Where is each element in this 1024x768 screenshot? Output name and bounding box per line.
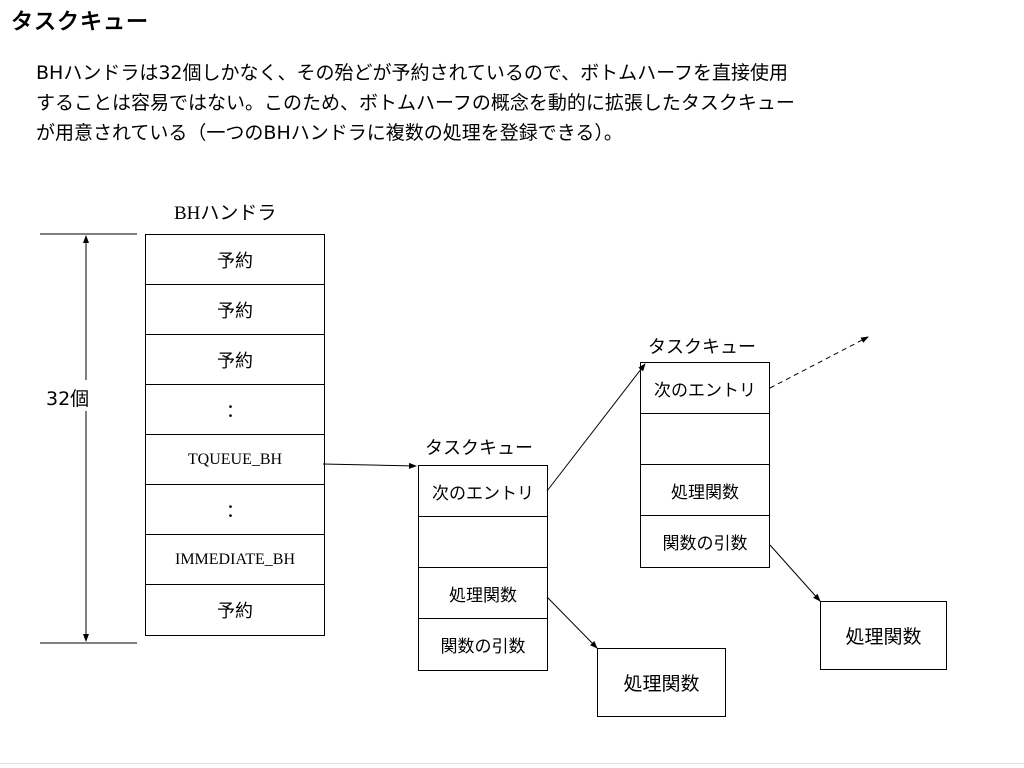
bh-cell-3: 予約 <box>146 335 324 385</box>
tq1-empty-cell <box>419 517 547 568</box>
arrow-queue2-next-dashed <box>769 336 869 389</box>
bh-cell-8: 予約 <box>217 601 253 622</box>
bh-cell-1: 予約 <box>146 235 324 285</box>
tq1-args: 関数の引数 <box>440 637 526 657</box>
description-line-1: BHハンドラは32個しかなく、その殆どが予約されているので、ボトムハーフを直接使… <box>36 62 789 84</box>
arrow-queue1-to-queue2 <box>546 363 646 492</box>
bottom-divider <box>0 763 1024 764</box>
tq2-next-entry: 次のエントリ <box>641 363 769 414</box>
task-queue-1-heading: タスクキュー <box>425 438 533 459</box>
slide-description: BHハンドラは32個しかなく、その殆どが予約されているので、ボトムハーフを直接使… <box>36 58 996 148</box>
description-line-3: が用意されている（一つのBHハンドラに複数の処理を登録できる）。 <box>36 122 623 144</box>
slide-title: タスクキュー <box>11 10 150 35</box>
bh-cell-2: 予約 <box>146 285 324 335</box>
bh-count-label: 32個 <box>44 384 92 411</box>
bh-cell-immediate: IMMEDIATE_BH <box>146 535 324 585</box>
tq2-args: 関数の引数 <box>662 534 748 554</box>
task-queue-1: 次のエントリ 処理関数 関数の引数 <box>418 465 548 671</box>
arrow-queue1-to-func1 <box>546 596 598 649</box>
task-queue-2-heading: タスクキュー <box>648 337 756 358</box>
function-box-2: 処理関数 <box>820 601 947 670</box>
arrow-queue2-to-func2 <box>769 544 821 602</box>
function-box-1: 処理関数 <box>597 648 726 717</box>
bh-cell-6: ： <box>146 485 324 535</box>
bh-cell-tqueue: TQUEUE_BH <box>146 435 324 485</box>
tq2-handler: 処理関数 <box>641 465 769 516</box>
bh-cell-4: ： <box>146 385 324 435</box>
tq2-empty-cell <box>641 414 769 465</box>
tq1-handler: 処理関数 <box>419 568 547 619</box>
bh-handler-table: 予約 予約 予約 ： TQUEUE_BH ： IMMEDIATE_BH 予約 <box>145 234 325 636</box>
arrow-tqueue-to-queue1 <box>322 462 417 469</box>
task-queue-2: 次のエントリ 処理関数 関数の引数 <box>640 362 770 568</box>
tq1-next-entry: 次のエントリ <box>419 466 547 517</box>
description-line-2: することは容易ではない。このため、ボトムハーフの概念を動的に拡張したタスクキュー <box>36 92 795 114</box>
bh-table-heading: BHハンドラ <box>174 203 277 224</box>
